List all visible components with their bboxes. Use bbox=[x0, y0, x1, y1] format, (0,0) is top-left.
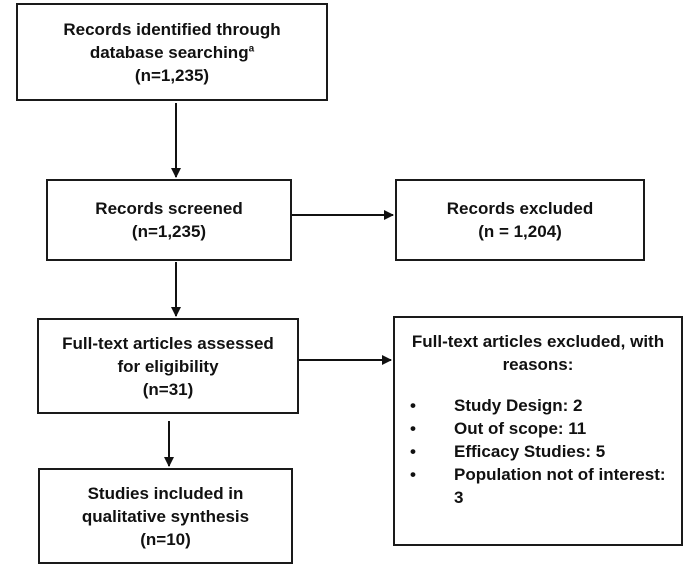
records-screened-count: (n=1,235) bbox=[131, 222, 207, 241]
records-screened-label: Records screened bbox=[95, 199, 243, 218]
records-identified-box: Records identified through database sear… bbox=[16, 3, 328, 101]
records-excluded-count: (n = 1,204) bbox=[478, 222, 562, 241]
records-identified-count: (n=1,235) bbox=[134, 65, 210, 85]
exclusion-reason-item: •Efficacy Studies: 5 bbox=[410, 442, 606, 461]
full-text-assessed-count: (n=31) bbox=[142, 379, 194, 399]
bullet-icon: • bbox=[410, 419, 416, 438]
exclusion-reason-item: •Study Design: 2 bbox=[410, 396, 583, 415]
full-text-assessed-box: Full-text articles assessed for eligibil… bbox=[37, 318, 299, 414]
studies-included-box: Studies included in qualitative synthesi… bbox=[38, 468, 293, 564]
bullet-icon: • bbox=[410, 396, 416, 415]
bullet-icon: • bbox=[410, 442, 416, 461]
records-identified-line2: database searchinga bbox=[89, 42, 255, 62]
records-identified-line1: Records identified through bbox=[63, 19, 281, 39]
exclusion-reasons-list: •Study Design: 2 •Out of scope: 11 •Effi… bbox=[395, 394, 681, 509]
full-text-assessed-line2: for eligibility bbox=[117, 356, 219, 376]
footnote-marker: a bbox=[248, 42, 255, 54]
records-screened-box: Records screened (n=1,235) bbox=[46, 179, 292, 261]
records-excluded-label: Records excluded bbox=[446, 199, 594, 218]
bullet-icon: • bbox=[410, 465, 416, 484]
full-text-assessed-line1: Full-text articles assessed bbox=[62, 333, 274, 353]
full-text-excluded-heading-line1: Full-text articles excluded, with bbox=[411, 332, 665, 351]
records-excluded-box: Records excluded (n = 1,204) bbox=[395, 179, 645, 261]
full-text-excluded-heading-line2: reasons: bbox=[502, 355, 574, 374]
exclusion-reason-item: •Population not of interest: 3 bbox=[410, 465, 666, 507]
studies-included-line1: Studies included in bbox=[87, 483, 244, 503]
studies-included-count: (n=10) bbox=[140, 529, 191, 549]
studies-included-line2: qualitative synthesis bbox=[81, 506, 250, 526]
full-text-excluded-box: Full-text articles excluded, with reason… bbox=[393, 316, 683, 546]
exclusion-reason-item: •Out of scope: 11 bbox=[410, 419, 587, 438]
